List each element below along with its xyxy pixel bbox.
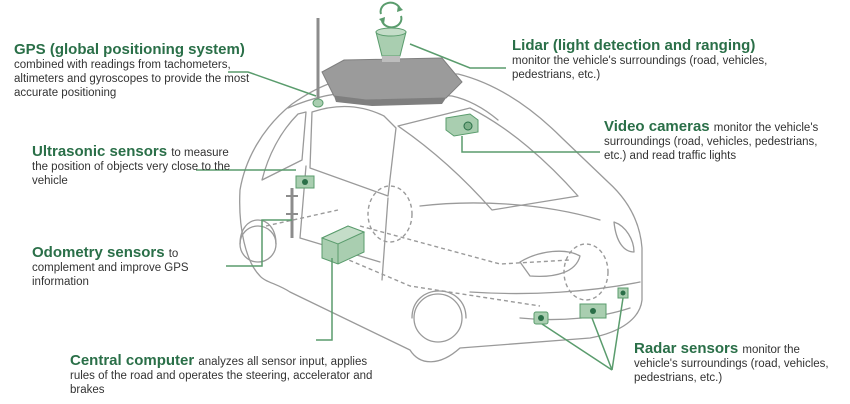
- radar-leader-line-2: [591, 317, 613, 371]
- gps-label: GPS (global positioning system) combined…: [14, 41, 276, 100]
- odometry-sensor: [286, 188, 298, 238]
- ultrasonic-text: to measure the position of objects very …: [32, 147, 231, 187]
- lidar-rack: [321, 57, 463, 101]
- gps-title: GPS (global positioning system): [14, 41, 245, 58]
- car-hood-line: [419, 202, 601, 221]
- odometry-label: Odometry sensors to complement and impro…: [32, 244, 232, 289]
- odometry-text: to complement and improve GPS informatio…: [32, 248, 189, 288]
- car-windshield: [397, 107, 579, 211]
- radar-sensor-left: [533, 311, 549, 325]
- car-body-outline: [239, 73, 643, 363]
- gps-antenna-base: [312, 98, 324, 108]
- odometry-title: Odometry sensors: [32, 244, 169, 261]
- lidar-text: monitor the vehicle's surroundings (road…: [512, 55, 768, 81]
- radar-sensor-right: [617, 287, 629, 299]
- sensor-wiring: [265, 209, 571, 307]
- ultrasonic-label: Ultrasonic sensors to measure the positi…: [32, 143, 232, 188]
- computer-label: Central computer analyzes all sensor inp…: [70, 352, 380, 397]
- radar-sensor-center: [579, 303, 607, 319]
- computer-text: analyzes all sensor input, applies rules…: [70, 356, 373, 396]
- car-rear-wheel: [239, 225, 277, 263]
- car-headlight-right: [613, 221, 635, 253]
- radar-text: monitor the vehicle's surroundings (road…: [634, 344, 829, 384]
- radar-label: Radar sensors monitor the vehicle's surr…: [634, 340, 844, 385]
- lidar-title: Lidar (light detection and ranging): [512, 37, 756, 54]
- car-front-wheel: [413, 293, 463, 343]
- video-leader-line: [461, 136, 600, 153]
- computer-leader-line: [316, 258, 333, 341]
- ultrasonic-title: Ultrasonic sensors: [32, 143, 172, 160]
- radar-leader-line-1: [541, 323, 613, 371]
- car-side-window: [309, 105, 397, 197]
- car-bumper: [469, 281, 641, 321]
- video-text: monitor the vehicle's surroundings (road…: [604, 122, 819, 162]
- radar-title: Radar sensors: [634, 340, 743, 357]
- car-headlight: [519, 250, 581, 278]
- lidar-label: Lidar (light detection and ranging) moni…: [512, 37, 774, 82]
- odometry-leader-line: [226, 219, 292, 267]
- video-title: Video cameras: [604, 118, 714, 135]
- lidar-leader-line: [409, 43, 506, 69]
- computer-title: Central computer: [70, 352, 199, 369]
- central-computer: [320, 225, 366, 265]
- internal-front-axle: [563, 243, 609, 301]
- gps-leader-line: [228, 71, 317, 97]
- internal-rear-axle: [367, 185, 413, 243]
- video-label: Video cameras monitor the vehicle's surr…: [604, 118, 840, 163]
- gps-text: combined with readings from tachometers,…: [14, 59, 250, 99]
- ultrasonic-sensor: [295, 175, 315, 189]
- video-camera: [445, 113, 479, 137]
- radar-leader-line-3: [611, 297, 624, 371]
